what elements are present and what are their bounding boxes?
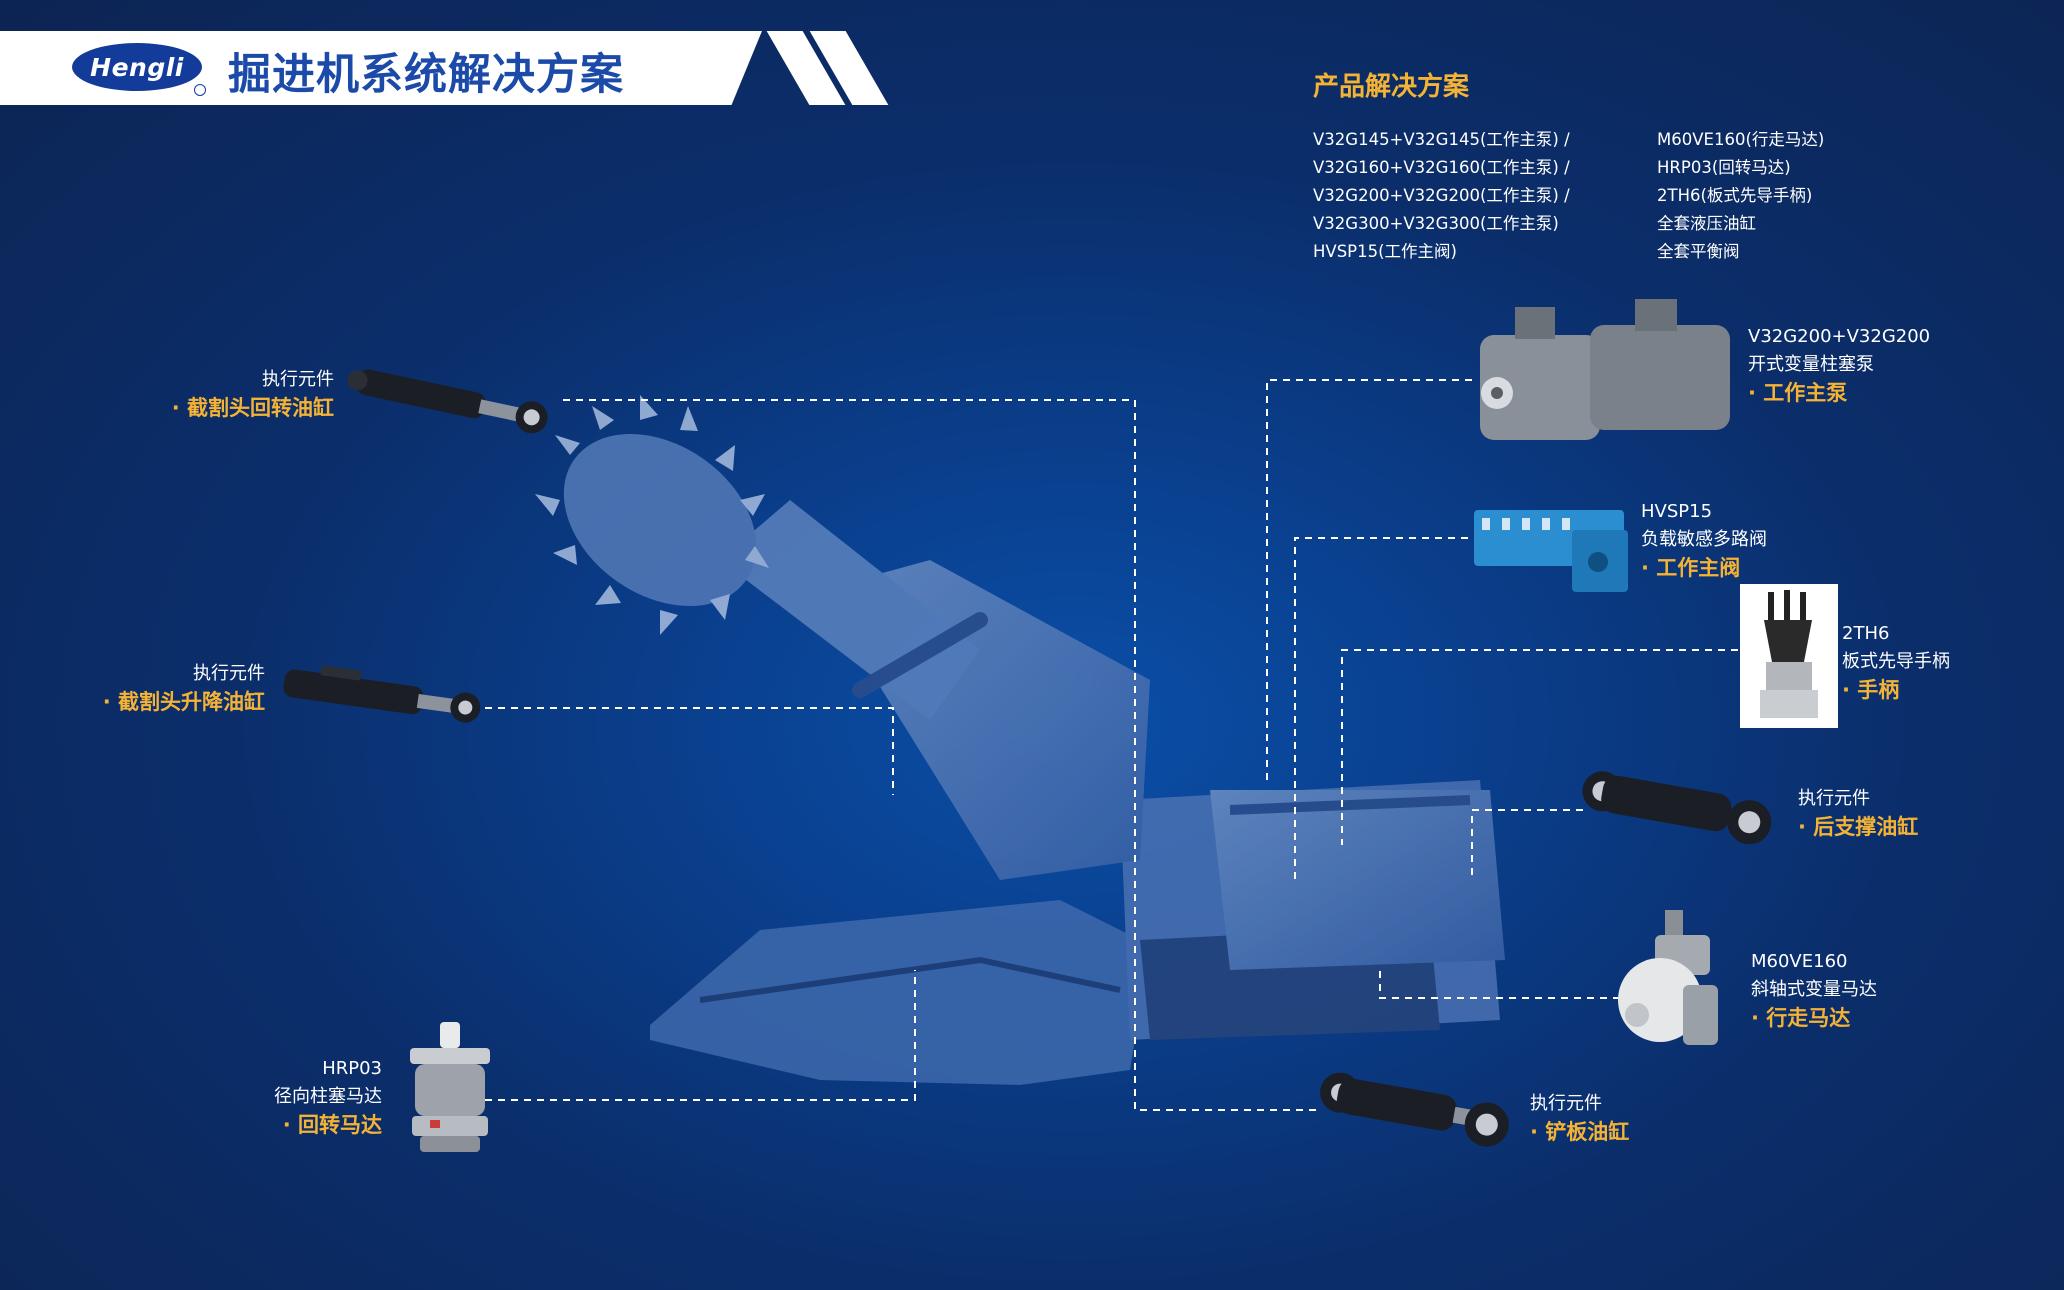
callout-sub: 执行元件 bbox=[1530, 1093, 1602, 1114]
product-item: HVSP15(工作主阀) bbox=[1313, 242, 1457, 261]
shovel-cylinder-image bbox=[1320, 1072, 1509, 1147]
callout-model: HRP03 bbox=[322, 1058, 382, 1079]
product-item: V32G300+V32G300(工作主泵) bbox=[1313, 214, 1559, 233]
product-item: HRP03(回转马达) bbox=[1657, 158, 1791, 177]
callout-name: · 截割头升降油缸 bbox=[102, 690, 265, 714]
registered-mark-icon bbox=[194, 84, 206, 96]
cutter-rotate-cylinder-image bbox=[347, 369, 548, 434]
callout-travel-motor: M60VE160 斜轴式变量马达 · 行走马达 bbox=[1751, 948, 1877, 1032]
callout-name: · 手柄 bbox=[1842, 678, 1900, 702]
callout-sub: 负载敏感多路阀 bbox=[1641, 529, 1767, 550]
callout-model: V32G200+V32G200 bbox=[1748, 326, 1931, 347]
callout-model: HVSP15 bbox=[1641, 501, 1713, 522]
axial-piston-motor-image bbox=[1618, 910, 1718, 1045]
product-item: 2TH6(板式先导手柄) bbox=[1657, 186, 1813, 205]
callout-name: · 行走马达 bbox=[1751, 1006, 1851, 1030]
callout-name: · 工作主泵 bbox=[1748, 381, 1848, 405]
product-item: V32G200+V32G200(工作主泵) / bbox=[1313, 186, 1570, 205]
callout-sub: 执行元件 bbox=[193, 663, 265, 684]
rear-support-cylinder-image bbox=[1582, 771, 1772, 845]
page-title: 掘进机系统解决方案 bbox=[228, 50, 624, 100]
callout-main-pump: V32G200+V32G200 开式变量柱塞泵 · 工作主泵 bbox=[1748, 323, 1930, 407]
callout-cutter-lift-cylinder: 执行元件 · 截割头升降油缸 bbox=[103, 660, 265, 716]
callout-sub: 执行元件 bbox=[1798, 788, 1870, 809]
callout-rotary-motor: HRP03 径向柱塞马达 · 回转马达 bbox=[274, 1055, 382, 1139]
callout-name: · 后支撑油缸 bbox=[1798, 815, 1919, 839]
callout-sub: 执行元件 bbox=[262, 369, 334, 390]
product-item: V32G160+V32G160(工作主泵) / bbox=[1313, 158, 1570, 177]
callout-cutter-rotate-cylinder: 执行元件 · 截割头回转油缸 bbox=[172, 366, 334, 422]
cutter-lift-cylinder-image bbox=[283, 665, 481, 723]
callout-rear-support-cylinder: 执行元件 · 后支撑油缸 bbox=[1798, 785, 1918, 841]
callout-shovel-cylinder: 执行元件 · 铲板油缸 bbox=[1530, 1090, 1629, 1146]
callout-sub: 径向柱塞马达 bbox=[274, 1086, 382, 1107]
callout-model: M60VE160 bbox=[1751, 951, 1848, 972]
product-solution-left-list: V32G145+V32G145(工作主泵) / V32G160+V32G160(… bbox=[1313, 126, 1570, 266]
callout-sub: 板式先导手柄 bbox=[1842, 651, 1950, 672]
callout-name: · 铲板油缸 bbox=[1530, 1120, 1630, 1144]
callout-name: · 截割头回转油缸 bbox=[171, 396, 334, 420]
product-item: 全套液压油缸 bbox=[1657, 214, 1756, 233]
logo-text: Hengli bbox=[90, 52, 184, 82]
radial-piston-motor-image bbox=[410, 1022, 490, 1152]
callout-name: · 回转马达 bbox=[282, 1113, 382, 1137]
callout-main-valve: HVSP15 负载敏感多路阀 · 工作主阀 bbox=[1641, 498, 1767, 582]
main-pump-image bbox=[1480, 299, 1730, 440]
callout-sub: 斜轴式变量马达 bbox=[1751, 979, 1877, 1000]
product-solution-title: 产品解决方案 bbox=[1313, 72, 1470, 102]
callout-joystick: 2TH6 板式先导手柄 · 手柄 bbox=[1842, 620, 1950, 704]
product-item: 全套平衡阀 bbox=[1657, 242, 1740, 261]
pilot-joystick-image bbox=[1760, 590, 1818, 718]
multi-way-valve-image bbox=[1474, 510, 1628, 592]
product-item: M60VE160(行走马达) bbox=[1657, 130, 1825, 149]
callout-model: 2TH6 bbox=[1842, 623, 1890, 644]
product-item: V32G145+V32G145(工作主泵) / bbox=[1313, 130, 1570, 149]
callout-name: · 工作主阀 bbox=[1641, 556, 1741, 580]
callout-sub: 开式变量柱塞泵 bbox=[1748, 354, 1874, 375]
product-solution-right-list: M60VE160(行走马达) HRP03(回转马达) 2TH6(板式先导手柄) … bbox=[1657, 126, 1824, 266]
hengli-logo: Hengli bbox=[72, 43, 202, 91]
